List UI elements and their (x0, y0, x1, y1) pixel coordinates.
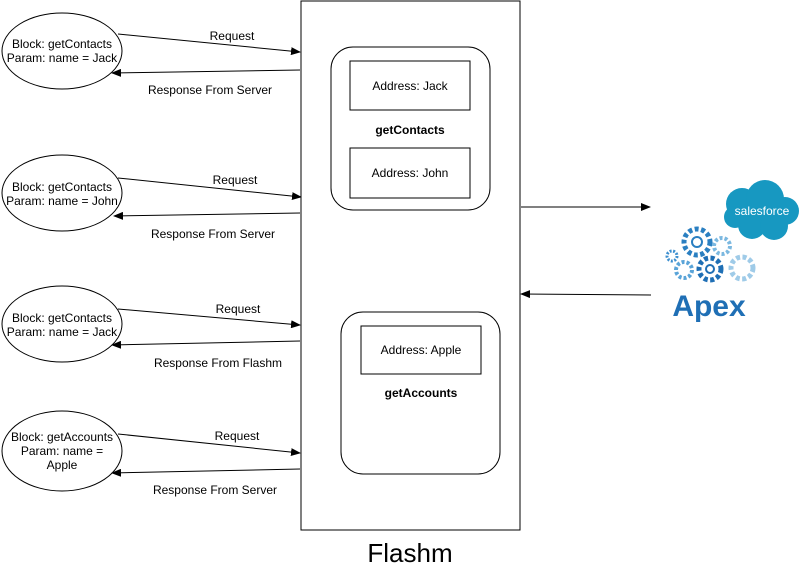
request-arrow-3 (117, 308, 301, 329)
exchange-4: Request Response From Server (111, 429, 301, 497)
client-2-line-1: Block: getContacts (12, 180, 112, 194)
flashm-container: Address: Jack getContacts Address: John … (300, 0, 521, 531)
cache-entry-apple-label: Address: Apple (381, 343, 462, 357)
request-label-1: Request (210, 29, 255, 43)
apex-wordmark: Apex (672, 290, 746, 323)
salesforce-cloud-icon: salesforce (724, 180, 799, 240)
response-label-4: Response From Server (153, 483, 277, 497)
cache-entry-john-label: Address: John (372, 166, 449, 180)
client-4-line-3: Apple (47, 458, 78, 472)
exchange-1: Request Response From Server (111, 29, 301, 97)
response-arrow-3 (111, 340, 301, 349)
request-label-4: Request (215, 429, 260, 443)
client-node-4: Block: getAccounts Param: name = Apple (1, 410, 123, 492)
request-arrow-1 (117, 33, 301, 56)
client-3-line-1: Block: getContacts (12, 311, 112, 325)
client-3-line-2: Param: name = Jack (7, 325, 118, 339)
apex-to-flashm-arrow (520, 290, 652, 299)
client-node-3: Block: getContacts Param: name = Jack (1, 285, 123, 363)
response-arrow-2 (113, 211, 301, 220)
cache-entry-jack: Address: Jack (349, 60, 471, 111)
client-1-line-2: Param: name = Jack (7, 51, 118, 65)
gears-icon (665, 226, 756, 283)
exchange-3: Request Response From Flashm (111, 302, 301, 370)
request-label-3: Request (216, 302, 261, 316)
response-label-3: Response From Flashm (154, 356, 282, 370)
accounts-cache: Address: Apple getAccounts (340, 311, 501, 475)
salesforce-apex-logo: salesforce Apex (665, 180, 799, 323)
salesforce-wordmark: salesforce (735, 204, 790, 218)
client-1-line-1: Block: getContacts (12, 37, 112, 51)
response-arrow-1 (111, 68, 301, 77)
client-node-1: Block: getContacts Param: name = Jack (1, 12, 123, 90)
flashm-title: Flashm (367, 538, 452, 568)
client-4-line-1: Block: getAccounts (11, 430, 113, 444)
request-label-2: Request (213, 173, 258, 187)
accounts-cache-title: getAccounts (385, 386, 458, 400)
contacts-cache-title: getContacts (375, 123, 445, 137)
cache-entry-john: Address: John (349, 147, 471, 199)
contacts-cache: Address: Jack getContacts Address: John (330, 46, 491, 211)
cache-entry-jack-label: Address: Jack (372, 79, 448, 93)
client-4-line-2: Param: name = (21, 444, 103, 458)
response-label-1: Response From Server (148, 83, 272, 97)
client-2-line-2: Param: name = John (6, 194, 118, 208)
request-arrow-2 (117, 177, 302, 201)
request-arrow-4 (117, 433, 301, 457)
response-label-2: Response From Server (151, 227, 275, 241)
client-node-2: Block: getContacts Param: name = John (1, 154, 123, 232)
response-arrow-4 (111, 468, 301, 477)
exchange-2: Request Response From Server (113, 173, 302, 241)
cache-entry-apple: Address: Apple (360, 325, 482, 375)
